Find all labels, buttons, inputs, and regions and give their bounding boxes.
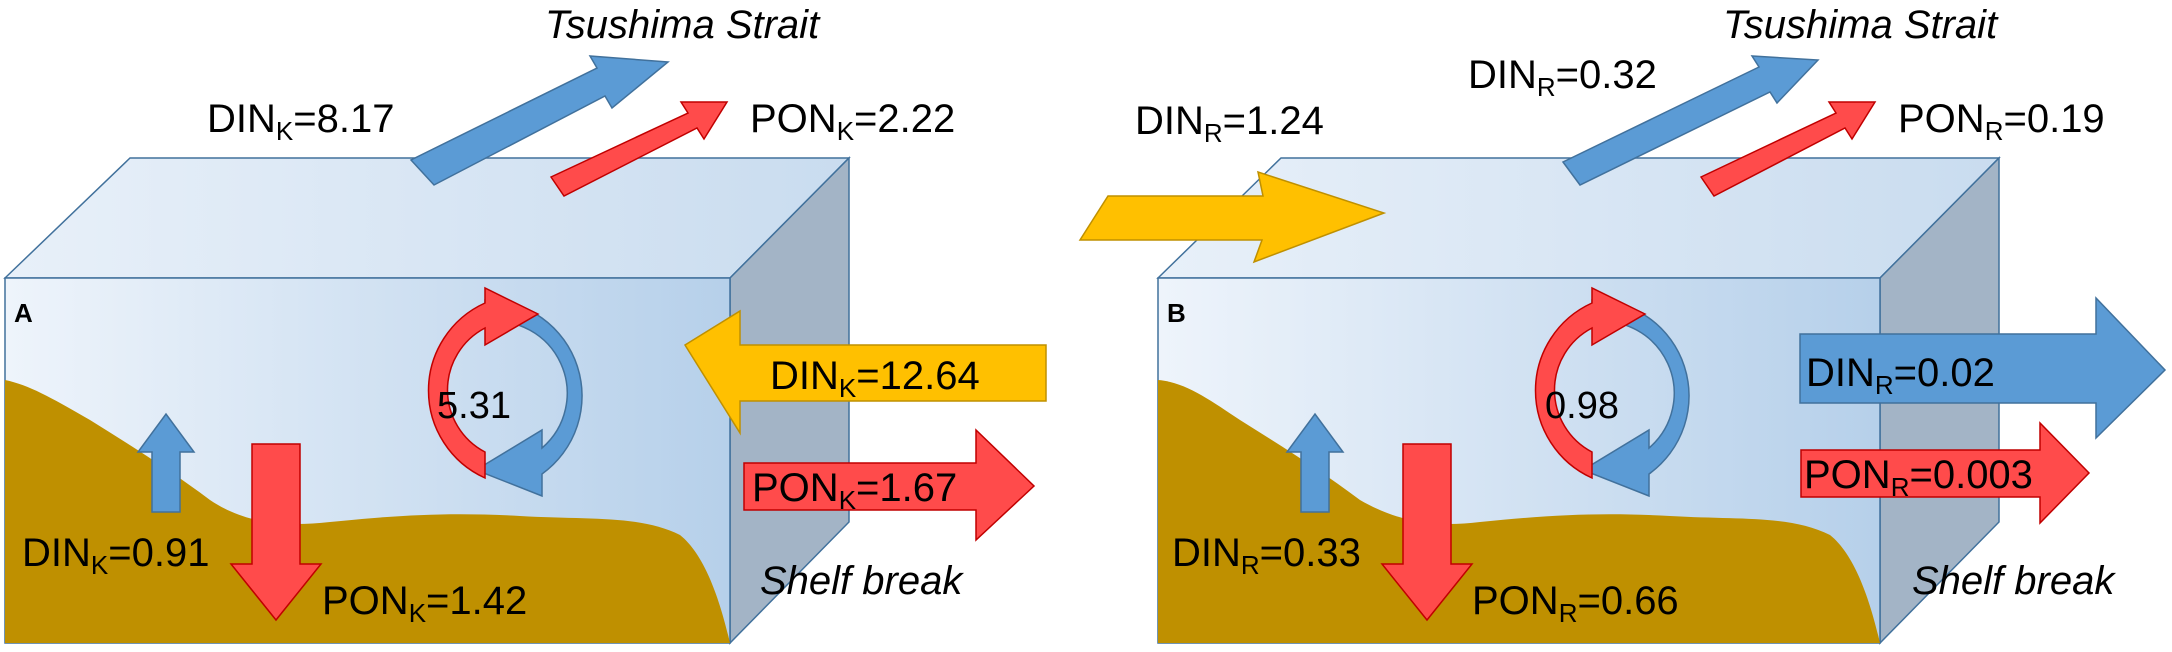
regeneration-cycle-arrow: [474, 299, 583, 498]
cycle-value: 5.31: [437, 385, 511, 427]
panel-b: B Tsushima Strait DINR=1.24 DINR=0.32 PO…: [1078, 3, 2167, 645]
pon-sinking-arrow: [1380, 443, 1474, 622]
din-shelf-outflow-arrow: [1799, 296, 2167, 440]
din-shelf-inflow-label: DINK=12.64: [770, 354, 980, 403]
sediment-layer: [5, 380, 730, 643]
uptake-cycle-arrow: [427, 286, 540, 480]
din-outflow-label: DINK=8.17: [207, 97, 394, 146]
din-inflow-label: DINR=1.24: [1135, 99, 1324, 148]
location-label-shelf-break: Shelf break: [760, 559, 964, 603]
pon-shelf-outflow-label: PONR=0.003: [1804, 453, 2033, 502]
din-sediment-release-label: DINR=0.33: [1172, 531, 1361, 580]
din-inflow-arrow: [1078, 170, 1387, 264]
din-sediment-release-label: DINK=0.91: [22, 531, 209, 580]
din-shelf-inflow-arrow: [683, 309, 1047, 436]
sediment-layer: [1158, 380, 1880, 643]
pon-shelf-outflow-label: PONK=1.67: [752, 466, 957, 515]
pon-outflow-arrow: [1699, 101, 1877, 197]
pon-sinking-arrow: [229, 443, 323, 622]
pon-outflow-label: PONK=2.22: [750, 97, 955, 146]
din-outflow-arrow: [1561, 55, 1820, 186]
panel-a: A Tsushima Strait DINK=8.17 PONK=2.22 5.…: [3, 3, 1047, 645]
pon-sinking-label: PONK=1.42: [322, 579, 527, 628]
panel-label: B: [1167, 298, 1186, 328]
panel-label: A: [14, 298, 33, 328]
pon-sinking-label: PONR=0.66: [1472, 579, 1679, 628]
din-sediment-release-arrow: [136, 412, 196, 513]
din-shelf-outflow-label: DINR=0.02: [1806, 351, 1995, 400]
din-sediment-release-arrow: [1285, 412, 1345, 513]
location-label-tsushima-strait: Tsushima Strait: [1723, 3, 1999, 47]
cycle-value: 0.98: [1545, 385, 1619, 427]
pon-outflow-label: PONR=0.19: [1898, 97, 2105, 146]
pon-outflow-arrow: [549, 101, 729, 197]
location-label-shelf-break: Shelf break: [1912, 559, 2116, 603]
din-outflow-arrow: [409, 55, 670, 186]
din-outflow-label: DINR=0.32: [1468, 53, 1657, 102]
pon-shelf-outflow-arrow: [743, 428, 1036, 542]
uptake-cycle-arrow: [1534, 286, 1647, 480]
regeneration-cycle-arrow: [1581, 299, 1690, 498]
location-label-tsushima-strait: Tsushima Strait: [545, 3, 821, 47]
pon-shelf-outflow-arrow: [1800, 421, 2091, 525]
